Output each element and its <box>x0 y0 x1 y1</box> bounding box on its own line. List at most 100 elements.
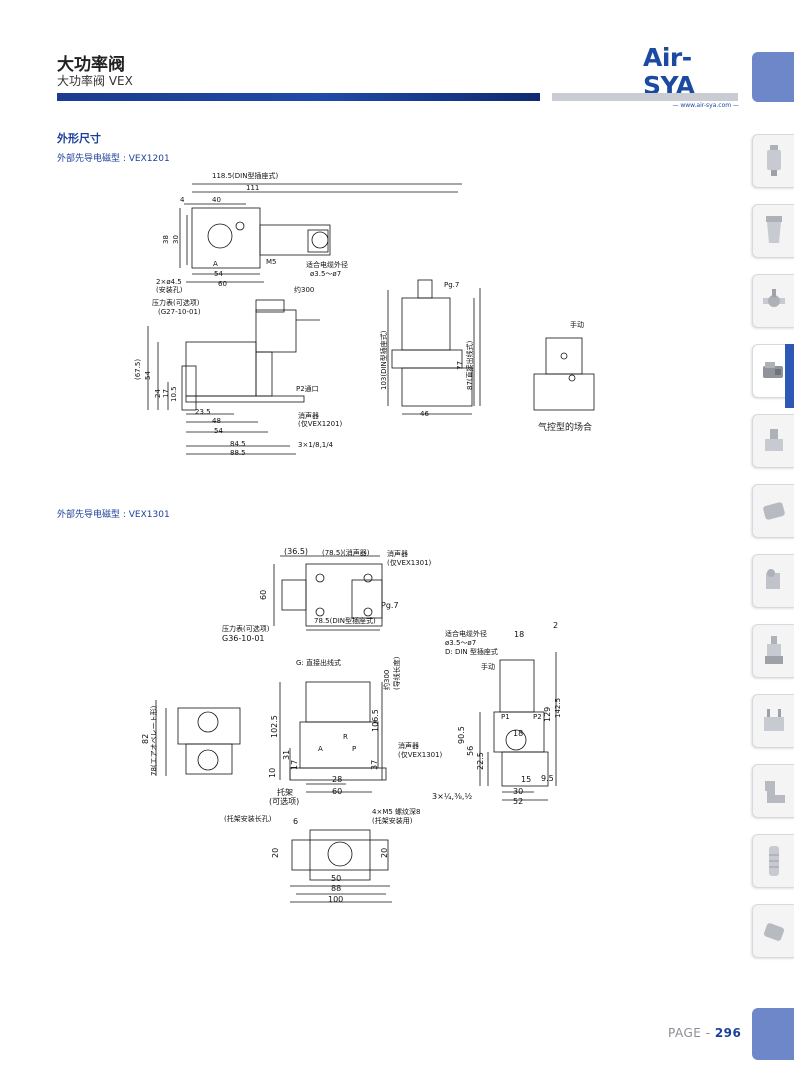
sidetab-gripper[interactable] <box>752 554 794 608</box>
header-bar-blue <box>57 93 540 101</box>
dim-90-5: 90.5 <box>457 726 466 744</box>
label-hole-note: (安装孔) <box>156 286 183 294</box>
page-number: 296 <box>714 1026 742 1040</box>
sidetab-accessory[interactable] <box>752 904 794 958</box>
dim-31: 31 <box>282 749 291 760</box>
label-cable-range: ø3.5～ø7 <box>445 639 477 647</box>
gripper-icon <box>766 569 780 589</box>
dim-4: 4 <box>180 196 185 204</box>
label-bracket: 托架 <box>277 788 293 797</box>
port-p2: P2 <box>533 713 542 721</box>
port-r: R <box>343 733 348 741</box>
dim-84-5: 84.5 <box>230 440 246 448</box>
sidetab-silencer[interactable] <box>752 834 794 888</box>
dim-15: 15 <box>521 775 532 784</box>
brand-logo: Air-SYA — www.air-sya.com — <box>643 44 739 110</box>
sensor-icon <box>765 636 783 664</box>
label-bracket-optional: (可选项) <box>269 797 300 806</box>
label-m5: M5 <box>266 258 277 266</box>
sidetab-regulator[interactable] <box>752 204 794 258</box>
label-silencer: 消声器 <box>387 550 408 558</box>
sidetab-filter[interactable] <box>752 134 794 188</box>
section-title: 外形尺寸 <box>57 132 101 145</box>
label-gauge-model: G36-10-01 <box>222 634 265 643</box>
dim-118-5: 118.5(DIN型插座式) <box>212 172 279 180</box>
label-din: D: DIN 型插座式 <box>445 648 498 656</box>
label-manual: 手动 <box>570 321 584 329</box>
dim-23-5: 23.5 <box>195 408 211 416</box>
dim-20a: 20 <box>271 847 280 858</box>
solenoid-valve-icon <box>763 362 783 378</box>
fitting-icon <box>763 289 785 307</box>
sidetab-sensor[interactable] <box>752 624 794 678</box>
sidetab-manifold[interactable] <box>752 694 794 748</box>
label-pg7: Pg.7 <box>444 281 460 289</box>
dim-36-5: (36.5) <box>284 547 309 556</box>
accessory-icon <box>763 923 785 941</box>
dim-78-air: 78(エアオペレート形) <box>150 705 158 776</box>
dim-54v: 54 <box>144 371 152 380</box>
elbow-fitting-icon <box>765 781 785 803</box>
corner-tab <box>752 52 794 102</box>
active-tab-indicator <box>785 344 794 408</box>
label-silencer-note-2: (仅VEX1301) <box>398 751 443 759</box>
dim-54: 54 <box>214 270 223 278</box>
dim-50: 50 <box>331 874 342 883</box>
port-p: P <box>352 745 357 753</box>
label-gauge: 压力表(可选项) <box>222 625 270 633</box>
dim-30: 30 <box>513 787 524 796</box>
regulator-icon <box>766 216 782 243</box>
sidetab-actuator[interactable] <box>752 484 794 538</box>
dim-2: 2 <box>553 621 559 630</box>
vex1201-drawing <box>147 183 595 455</box>
dim-77: 77 <box>456 361 464 370</box>
label-slot: (托架安装长孔) <box>224 815 272 823</box>
sidetab-elbow[interactable] <box>752 764 794 818</box>
header-bar-gray <box>552 93 738 101</box>
label-cable: 适合电缆外径 <box>445 630 487 638</box>
dim-60: 60 <box>332 787 343 796</box>
label-p2: P2通口 <box>296 385 319 393</box>
sidetab-cylinder[interactable] <box>752 414 794 468</box>
dim-24: 24 <box>154 389 162 398</box>
logo-text: Air-SYA <box>643 43 695 100</box>
dim-9-5: 9.5 <box>541 774 554 783</box>
label-lead-length: (导线长度) <box>393 656 401 690</box>
label-cable: 适合电缆外径 <box>306 261 348 269</box>
label-manual: 手动 <box>481 663 495 671</box>
silencer-icon <box>769 846 779 876</box>
dim-87: 87(直接出线式) <box>466 340 474 390</box>
label-silencer-note: (仅VEX1301) <box>387 559 432 567</box>
label-screw-note: (托架安装用) <box>372 817 413 825</box>
label-g-direct: G: 直接出线式 <box>296 659 342 667</box>
dim-106-5: 106.5 <box>371 709 380 732</box>
label-gauge-model: (G27-10-01) <box>158 308 201 316</box>
section-sub-vex1301: 外部先导电磁型 : VEX1301 <box>57 510 170 520</box>
manifold-icon <box>764 709 784 731</box>
filter-icon <box>767 145 781 176</box>
page-prefix: PAGE - <box>668 1026 711 1040</box>
dim-46: 46 <box>420 410 429 418</box>
dim-28: 28 <box>332 775 343 784</box>
dim-88-5: 88.5 <box>230 449 246 457</box>
dim-17: 17 <box>162 389 170 398</box>
dim-103: 103(DIN型插座式) <box>380 330 388 390</box>
label-hole: 2×ø4.5 <box>156 278 182 286</box>
dim-38: 38 <box>162 235 170 244</box>
dim-20b: 20 <box>380 847 389 858</box>
dim-67-5: (67.5) <box>134 358 142 380</box>
label-ports: 3×¼,⅜,½ <box>432 792 473 801</box>
dim-10: 10 <box>268 767 277 778</box>
dim-22-5: 22.5 <box>476 752 485 770</box>
dim-78-5-silencer: (78.5)(消声器) <box>322 549 370 557</box>
label-approx-300: 约300 <box>294 286 315 294</box>
dim-82: 82 <box>141 733 150 744</box>
dim-56: 56 <box>466 745 475 756</box>
dim-30: 30 <box>172 235 180 244</box>
dim-54b: 54 <box>214 427 223 435</box>
caption-air-operated: 气控型的场合 <box>538 423 593 433</box>
sidetab-fitting[interactable] <box>752 274 794 328</box>
dim-6: 6 <box>293 817 299 826</box>
page-subtitle: 大功率阀 VEX <box>57 74 133 88</box>
dim-approx-300: 约300 <box>383 669 391 690</box>
